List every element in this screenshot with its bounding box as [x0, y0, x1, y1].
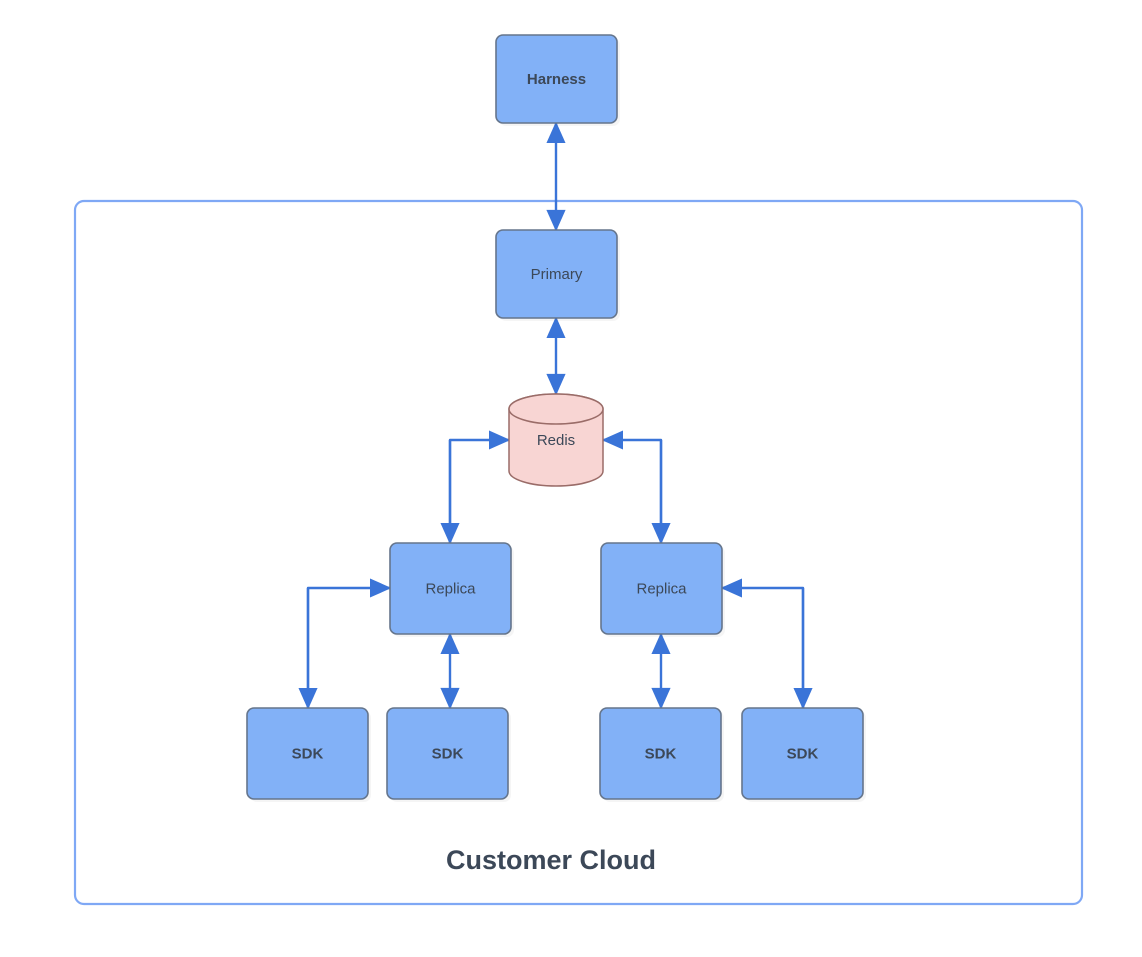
edge-replica-left-redis	[448, 430, 511, 543]
node-harness[interactable]: Harness	[495, 34, 620, 126]
edge-sdk1-replica-left	[306, 578, 392, 708]
node-rect	[389, 542, 512, 635]
node-replica-left[interactable]: Replica	[389, 542, 514, 637]
node-label-sdk-1: SDK	[292, 745, 324, 762]
node-rect	[741, 707, 864, 800]
node-sdk-3[interactable]: SDK	[599, 707, 724, 802]
edge-replica-right-redis	[601, 430, 663, 543]
edge-sdk4-replica-right	[720, 578, 805, 708]
node-sdk-1[interactable]: SDK	[246, 707, 371, 802]
node-label-sdk-3: SDK	[645, 745, 677, 762]
cylinder-top	[508, 393, 604, 425]
node-sdk-2[interactable]: SDK	[386, 707, 511, 802]
node-label-primary: Primary	[531, 266, 583, 283]
customer-cloud-border	[73, 199, 1084, 906]
node-rect	[495, 34, 618, 124]
node-rect	[495, 229, 618, 319]
node-label-sdk-2: SDK	[432, 745, 464, 762]
node-replica-right[interactable]: Replica	[600, 542, 725, 637]
node-label-replica-left: Replica	[425, 580, 476, 597]
node-redis[interactable]: Redis	[508, 393, 604, 487]
node-label-replica-right: Replica	[636, 580, 687, 597]
node-label-redis: Redis	[537, 432, 575, 449]
customer-cloud-title: Customer Cloud	[446, 845, 656, 875]
node-label-sdk-4: SDK	[787, 745, 819, 762]
edges-layer	[298, 121, 813, 710]
node-label-harness: Harness	[527, 71, 586, 88]
node-rect	[246, 707, 369, 800]
node-rect	[599, 707, 722, 800]
node-sdk-4[interactable]: SDK	[741, 707, 866, 802]
node-primary[interactable]: Primary	[495, 229, 620, 321]
node-rect	[600, 542, 723, 635]
node-rect	[386, 707, 509, 800]
customer-cloud-group: Customer Cloud	[73, 199, 1084, 906]
